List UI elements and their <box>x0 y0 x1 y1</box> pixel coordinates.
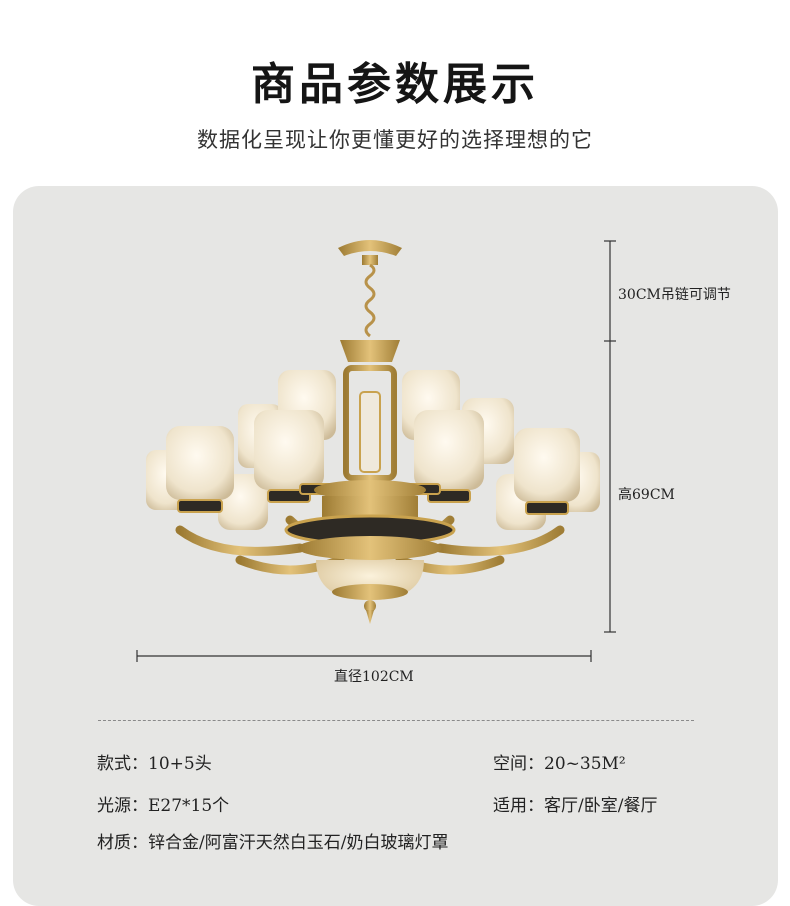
central-column <box>343 365 397 481</box>
chandelier-illustration <box>136 240 616 662</box>
spec-usage: 适用：客厅/卧室/餐厅 <box>493 796 658 816</box>
chain-dimension-label: 30CM吊链可调节 <box>618 287 731 303</box>
spec-style: 款式：10+5头 <box>97 754 212 774</box>
page-title: 商品参数展示 <box>251 59 539 110</box>
spec-space: 空间：20~35M² <box>493 754 626 774</box>
height-dimension-line <box>604 240 616 633</box>
spec-light-source: 光源：E27*15个 <box>97 796 230 816</box>
page-subtitle: 数据化呈现让你更懂更好的选择理想的它 <box>197 128 593 152</box>
diameter-dimension-line <box>136 650 592 662</box>
spec-material: 材质：锌合金/阿富汗天然白玉石/奶白玻璃灯罩 <box>97 833 449 853</box>
canopy <box>338 240 402 265</box>
chain <box>364 263 376 338</box>
upper-cup <box>340 340 400 362</box>
front-shades <box>166 410 580 502</box>
height-dimension-label: 高69CM <box>618 487 675 503</box>
divider-line <box>98 720 694 721</box>
diameter-dimension-label: 直径102CM <box>334 669 414 685</box>
central-body <box>284 480 456 624</box>
